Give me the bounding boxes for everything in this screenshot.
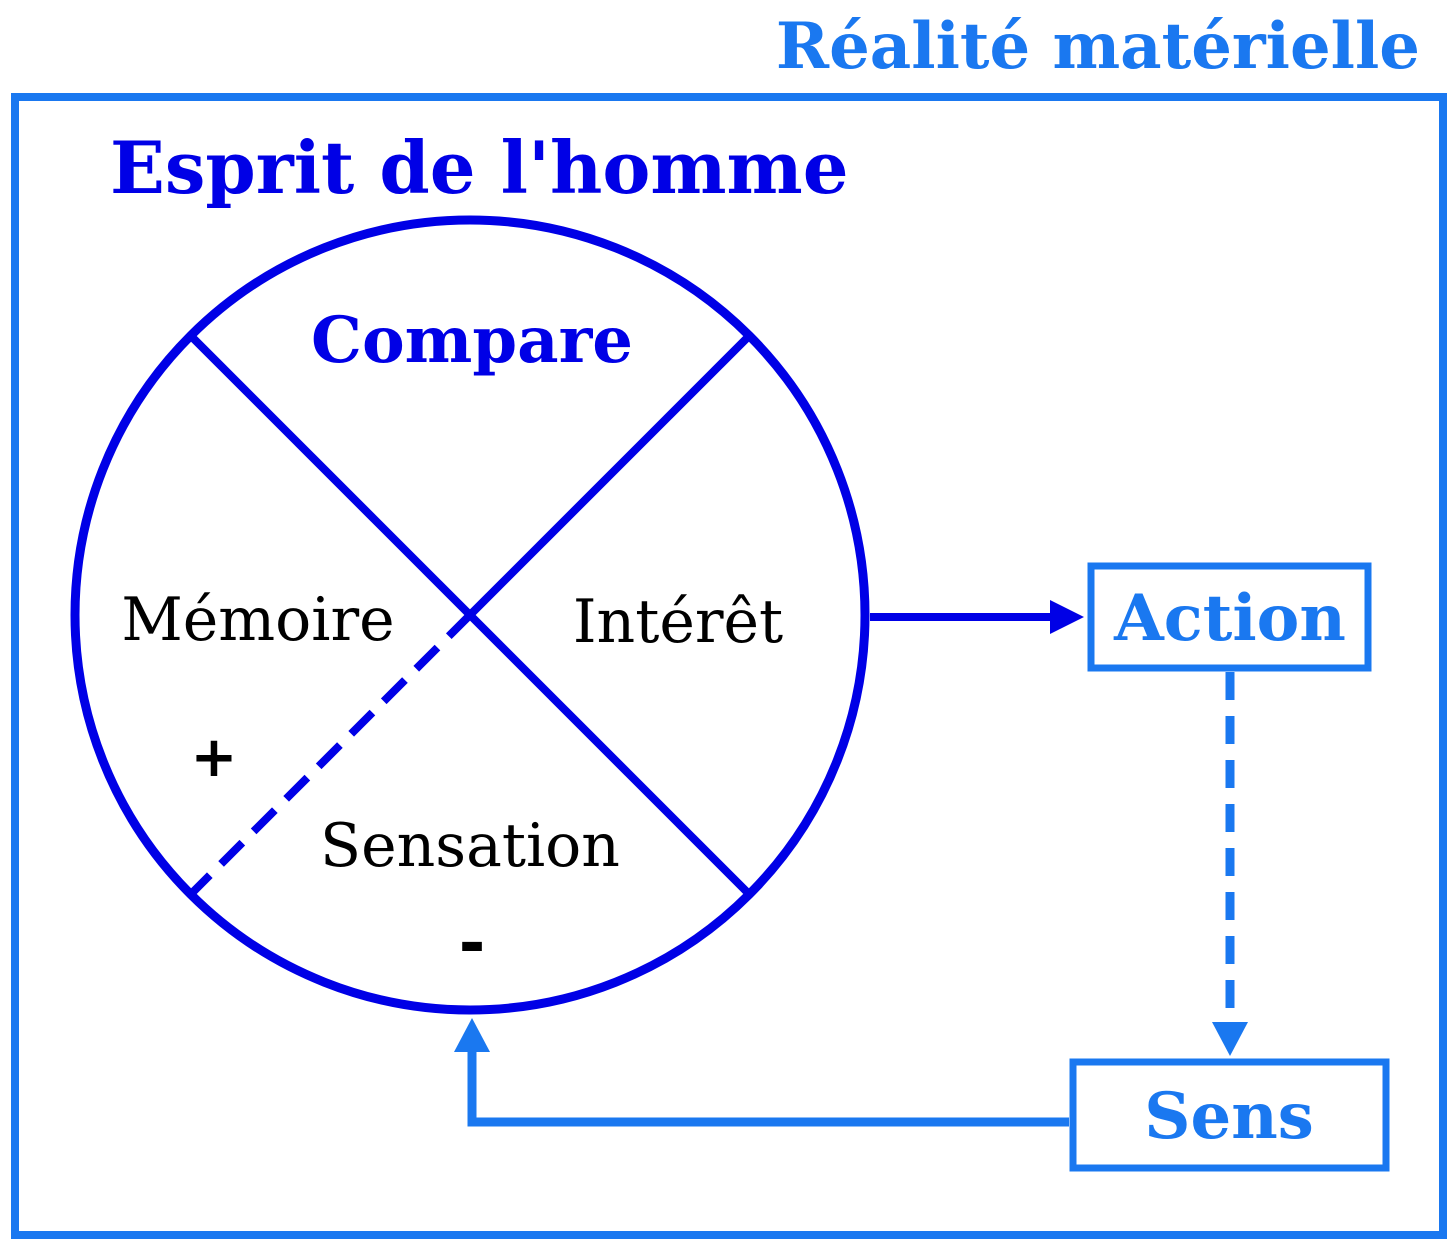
divider-line-center-to-bottom-left-dashed <box>188 612 473 897</box>
arrow-head-to-sens <box>1212 1022 1248 1056</box>
action-box <box>1087 562 1372 672</box>
quadrant-label-compare: Compare <box>311 303 633 378</box>
divider-line-top-right-to-center <box>467 333 752 618</box>
quadrant-label-memoire: Mémoire <box>121 585 394 655</box>
sens-label: Sens <box>1144 1079 1314 1154</box>
mind-title: Esprit de l'homme <box>110 125 849 210</box>
outer-frame <box>11 93 1447 1239</box>
quadrant-label-interet: Intérêt <box>573 587 783 657</box>
sens-box <box>1069 1058 1390 1172</box>
mind-circle <box>70 215 870 1015</box>
arrow-head-to-circle <box>454 1018 490 1052</box>
quadrant-label-sensation: Sensation <box>320 811 620 881</box>
plus-sign: + <box>191 725 238 790</box>
arrow-sens-to-circle <box>467 1040 1069 1127</box>
outer-title: Réalité matérielle <box>776 9 1420 84</box>
action-label: Action <box>1113 581 1346 656</box>
arrow-head-to-action <box>1050 600 1084 634</box>
minus-sign: - <box>459 907 486 981</box>
